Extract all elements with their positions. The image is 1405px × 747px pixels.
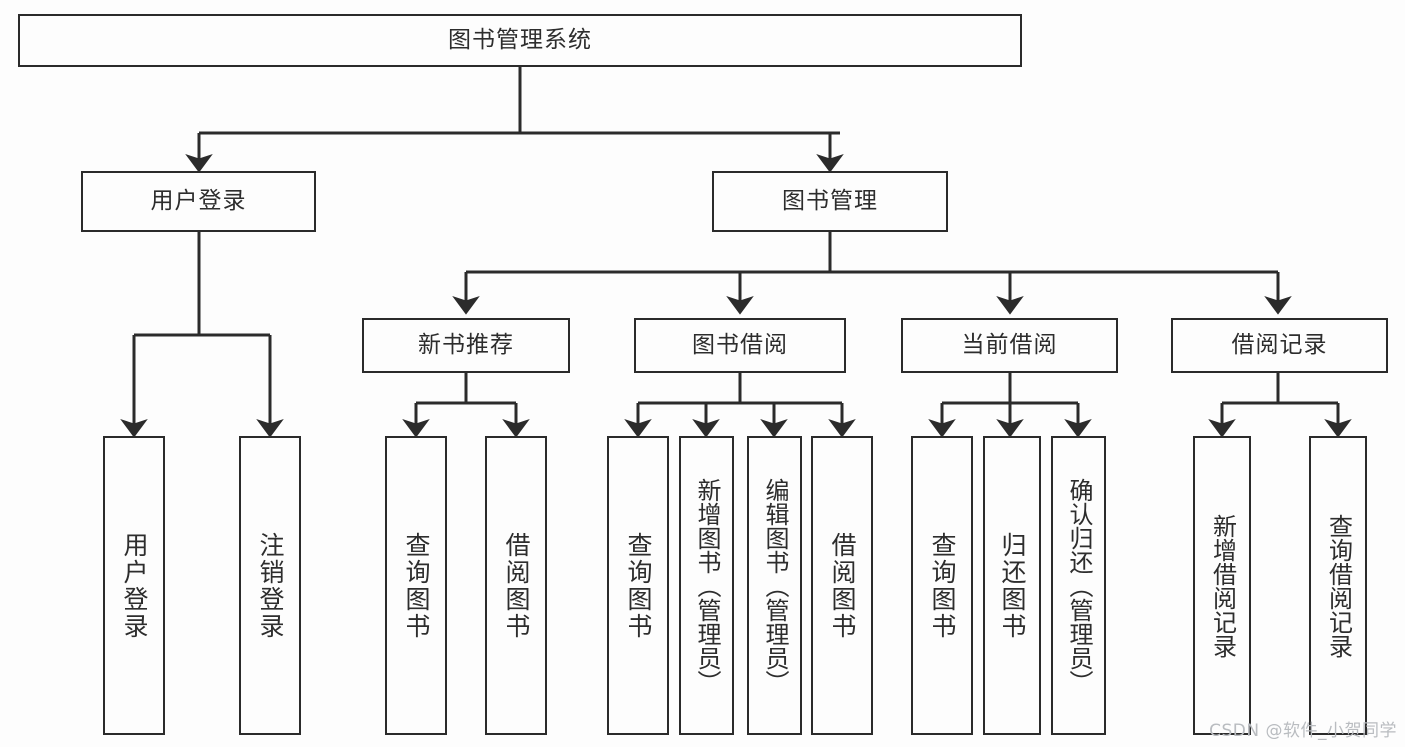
node-label: 归还图书 <box>998 531 1027 640</box>
node-new-book-recommendation[interactable]: 新书推荐 <box>362 318 570 373</box>
node-label: 查询图书 <box>402 531 431 640</box>
node-root-book-management-system[interactable]: 图书管理系统 <box>18 14 1022 67</box>
leaf-borrow-book-newbooks[interactable]: 借阅图书 <box>485 436 547 735</box>
node-label: 新增图书（管理员） <box>692 477 721 694</box>
leaf-query-book-current[interactable]: 查询图书 <box>911 436 973 735</box>
node-user-login[interactable]: 用户登录 <box>81 171 316 232</box>
node-label: 新增借阅记录 <box>1208 513 1237 658</box>
node-label: 借阅图书 <box>502 531 531 640</box>
node-label: 确认归还（管理员） <box>1064 477 1093 694</box>
node-label: 注销登录 <box>256 531 285 640</box>
leaf-return-book[interactable]: 归还图书 <box>983 436 1041 735</box>
leaf-query-book-newbooks[interactable]: 查询图书 <box>385 436 447 735</box>
node-label: 当前借阅 <box>961 331 1058 358</box>
node-label: 图书管理系统 <box>448 26 592 53</box>
leaf-query-borrow-record[interactable]: 查询借阅记录 <box>1309 436 1367 735</box>
node-label: 新书推荐 <box>418 331 514 358</box>
node-label: 借阅记录 <box>1231 331 1328 358</box>
node-label: 借阅图书 <box>828 531 857 640</box>
node-label: 查询图书 <box>624 531 653 640</box>
leaf-edit-book-admin[interactable]: 编辑图书（管理员） <box>747 436 802 735</box>
node-book-management[interactable]: 图书管理 <box>712 171 948 232</box>
node-label: 用户登录 <box>120 531 149 640</box>
node-label: 图书管理 <box>782 187 878 214</box>
node-label: 编辑图书（管理员） <box>760 477 789 694</box>
leaf-query-book-borrow[interactable]: 查询图书 <box>607 436 669 735</box>
leaf-add-book-admin[interactable]: 新增图书（管理员） <box>679 436 734 735</box>
leaf-logout[interactable]: 注销登录 <box>239 436 301 735</box>
node-label: 用户登录 <box>150 187 247 214</box>
node-current-borrowing[interactable]: 当前借阅 <box>901 318 1118 373</box>
leaf-add-borrow-record[interactable]: 新增借阅记录 <box>1193 436 1251 735</box>
node-label: 查询借阅记录 <box>1324 513 1353 658</box>
node-label: 查询图书 <box>928 531 957 640</box>
node-borrowing-records[interactable]: 借阅记录 <box>1171 318 1388 373</box>
leaf-borrow-book-borrow[interactable]: 借阅图书 <box>811 436 873 735</box>
node-label: 图书借阅 <box>692 331 788 358</box>
leaf-user-login[interactable]: 用户登录 <box>103 436 165 735</box>
leaf-confirm-return-admin[interactable]: 确认归还（管理员） <box>1051 436 1106 735</box>
node-book-borrowing[interactable]: 图书借阅 <box>634 318 846 373</box>
